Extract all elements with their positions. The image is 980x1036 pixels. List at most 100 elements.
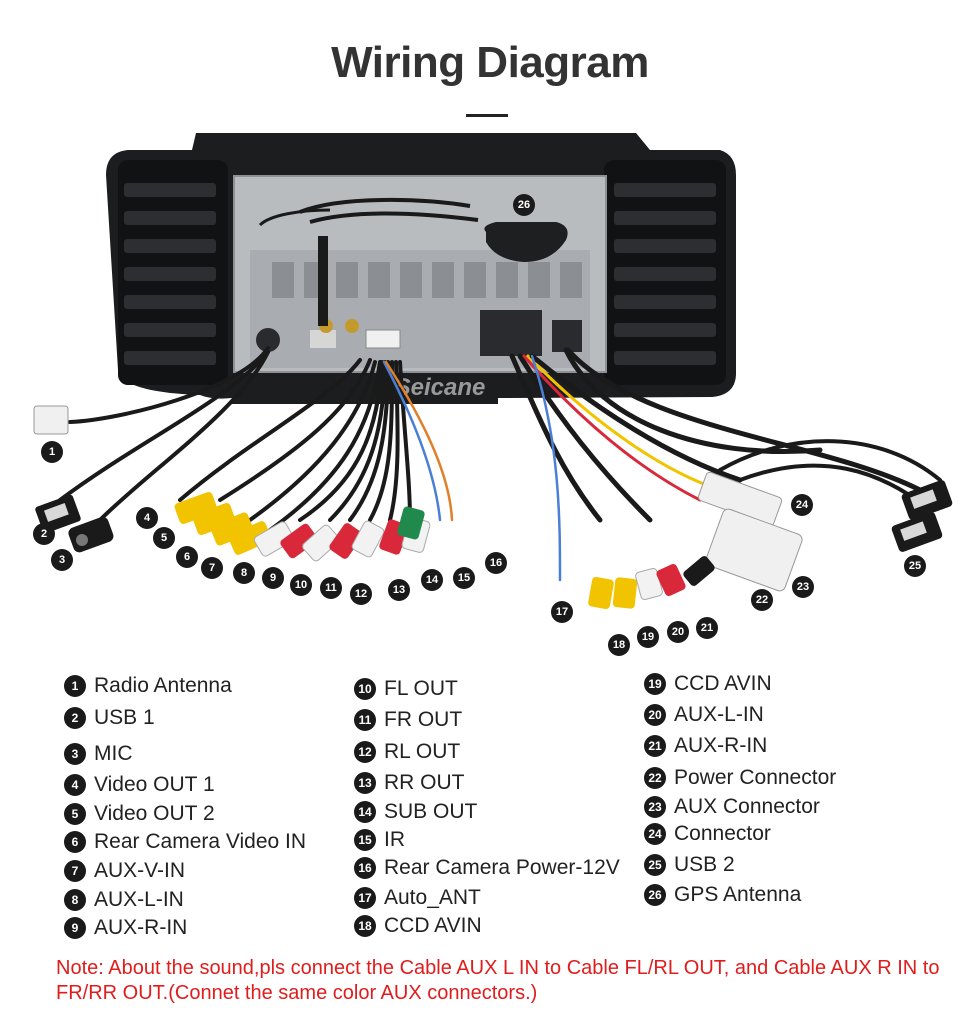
callout-number: 7 [209, 562, 215, 574]
legend-label: Connector [674, 822, 771, 845]
callout-number: 9 [270, 572, 276, 584]
callout-25: 25 [904, 555, 926, 577]
legend-label: AUX-V-IN [94, 859, 186, 882]
callout-4: 4 [136, 507, 158, 529]
callout-number: 15 [458, 572, 470, 584]
legend-label: AUX-R-IN [674, 734, 768, 757]
callout-badge [176, 546, 198, 568]
legend-label: CCD AVIN [384, 914, 482, 937]
callout-number: 22 [756, 594, 768, 606]
radio-antenna-plug [33, 405, 69, 435]
callout-number: 17 [556, 606, 568, 618]
callout-22: 22 [751, 589, 773, 611]
callout-14: 14 [421, 569, 443, 591]
legend-label: FR OUT [384, 708, 463, 731]
callout-number: 5 [161, 532, 167, 544]
callout-number: 19 [642, 631, 654, 643]
callout-number: 21 [701, 622, 713, 634]
legend-label: RL OUT [384, 740, 461, 763]
callout-badge [791, 494, 813, 516]
legend-number: 17 [354, 887, 376, 909]
callout-number: 4 [144, 512, 151, 524]
legend-number: 20 [644, 704, 666, 726]
legend-number: 14 [354, 801, 376, 823]
callout-number: 2 [41, 528, 47, 540]
callout-badge [201, 557, 223, 579]
callout-10: 10 [290, 574, 312, 596]
legend-number: 6 [64, 831, 86, 853]
legend-label: MIC [94, 742, 133, 765]
legend-item: 1 Radio Antenna [64, 674, 232, 698]
callout-number: 8 [241, 567, 247, 579]
callout-number: 24 [796, 499, 809, 511]
callout-21: 21 [696, 617, 718, 639]
legend-label: Video OUT 1 [94, 773, 215, 796]
title-underline [466, 114, 508, 117]
sound-note: Note: About the sound,pls connect the Ca… [56, 957, 940, 1004]
callout-number: 14 [426, 574, 439, 586]
gps-antenna [258, 197, 568, 326]
callout-badge [904, 555, 926, 577]
left-harness [58, 346, 454, 532]
legend-label: AUX Connector [674, 795, 820, 818]
callout-number: 18 [613, 639, 625, 651]
callout-badge [667, 621, 689, 643]
legend-label: Auto_ANT [384, 886, 481, 909]
callout-badge [637, 626, 659, 648]
callout-2: 2 [33, 523, 55, 545]
callout-18: 18 [608, 634, 630, 656]
callout-number: 13 [393, 584, 405, 596]
legend-number: 10 [354, 678, 376, 700]
legend-label: USB 1 [94, 706, 155, 729]
legend-number: 4 [64, 774, 86, 796]
callout-8: 8 [233, 562, 255, 584]
legend-number: 12 [354, 741, 376, 763]
legend-number: 18 [354, 915, 376, 937]
legend-label: Radio Antenna [94, 674, 232, 697]
rca-connectors-left [174, 491, 431, 562]
legend-label: CCD AVIN [674, 672, 772, 695]
legend-label: Video OUT 2 [94, 802, 215, 825]
legend-number: 21 [644, 735, 666, 757]
callout-number: 3 [59, 554, 65, 566]
callout-17: 17 [551, 601, 573, 623]
callout-badge [513, 194, 535, 216]
legend-item: 3 MIC [64, 742, 133, 766]
legend-label: AUX-R-IN [94, 916, 188, 939]
callout-badge [421, 569, 443, 591]
callout-20: 20 [667, 621, 689, 643]
callout-number: 20 [672, 626, 684, 638]
legend-number: 1 [64, 675, 86, 697]
legend-number: 3 [64, 743, 86, 765]
legend-number: 8 [64, 889, 86, 911]
callout-number: 11 [325, 582, 337, 594]
callout-badge [551, 601, 573, 623]
callout-23: 23 [792, 576, 814, 598]
callout-number: 26 [518, 199, 530, 211]
callout-badge [792, 576, 814, 598]
legend-item: 17 Auto_ANT [354, 886, 481, 910]
callout-number: 1 [49, 446, 55, 458]
callout-badge [233, 562, 255, 584]
legend-number: 2 [64, 707, 86, 729]
legend-item: 4 Video OUT 1 [64, 773, 215, 797]
callout-badge [33, 523, 55, 545]
legend-number: 13 [354, 772, 376, 794]
legend-item: 2 USB 1 [64, 706, 155, 730]
legend-label: IR [384, 828, 405, 851]
legend-label: AUX-L-IN [94, 888, 184, 911]
legend-number: 5 [64, 803, 86, 825]
head-unit-chassis: Seicane [233, 175, 607, 401]
callout-badge [320, 577, 342, 599]
callout-16: 16 [485, 552, 507, 574]
right-harness [509, 347, 942, 582]
legend-number: 15 [354, 829, 376, 851]
